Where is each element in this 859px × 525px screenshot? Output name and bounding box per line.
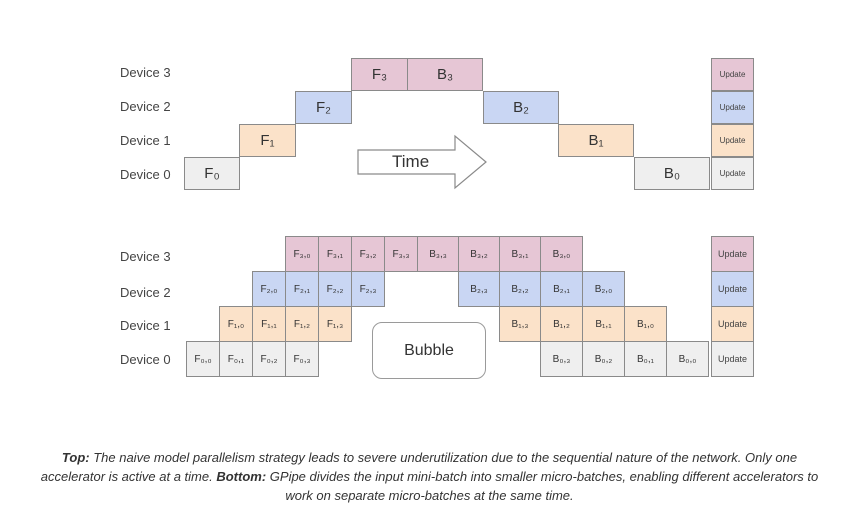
top-forward-d0: F₀	[184, 157, 240, 190]
bottom-backward-d2-0: B₂,₀	[582, 271, 625, 307]
bottom-forward-d3-1: F₃,₁	[318, 236, 352, 272]
bottom-device-2-label: Device 2	[120, 285, 171, 300]
bottom-backward-d0-1: B₀,₁	[624, 341, 667, 377]
bottom-backward-d1-2: B₁,₂	[540, 306, 583, 342]
bottom-update-d2: Update	[711, 271, 754, 307]
time-arrow-icon	[357, 134, 487, 190]
bottom-backward-d0-0: B₀,₀	[666, 341, 709, 377]
top-backward-d2: B₂	[483, 91, 559, 124]
bottom-update-d1: Update	[711, 306, 754, 342]
caption-bottom-bold: Bottom:	[216, 469, 267, 484]
caption-top-text: The naive model parallelism strategy lea…	[40, 450, 798, 484]
bottom-backward-d2-1: B₂,₁	[540, 271, 583, 307]
top-forward-d1: F₁	[239, 124, 296, 157]
bottom-backward-d3-3: B₃,₃	[417, 236, 459, 272]
figure-caption: Top: The naive model parallelism strateg…	[38, 448, 821, 505]
bottom-forward-d0-3: F₀,₃	[285, 341, 319, 377]
caption-top-bold: Top:	[61, 450, 90, 465]
bottom-backward-d1-3: B₁,₃	[499, 306, 541, 342]
top-device-3-label: Device 3	[120, 65, 171, 80]
bottom-forward-d1-3: F₁,₃	[318, 306, 352, 342]
top-backward-d0: B₀	[634, 157, 710, 190]
bottom-forward-d0-1: F₀,₁	[219, 341, 253, 377]
bottom-forward-d0-2: F₀,₂	[252, 341, 286, 377]
bottom-backward-d0-3: B₀,₃	[540, 341, 583, 377]
bottom-forward-d1-1: F₁,₁	[252, 306, 286, 342]
top-device-0-label: Device 0	[120, 167, 171, 182]
bottom-forward-d0-0: F₀,₀	[186, 341, 220, 377]
bottom-backward-d2-3: B₂,₃	[458, 271, 500, 307]
caption-bottom-text: GPipe divides the input mini-batch into …	[266, 469, 819, 503]
top-device-2-label: Device 2	[120, 99, 171, 114]
bubble-label: Bubble	[372, 322, 486, 379]
bottom-forward-d1-0: F₁,₀	[219, 306, 253, 342]
bottom-forward-d1-2: F₁,₂	[285, 306, 319, 342]
bottom-forward-d3-0: F₃,₀	[285, 236, 319, 272]
bottom-forward-d2-0: F₂,₀	[252, 271, 286, 307]
top-update-d1: Update	[711, 124, 754, 157]
top-update-d2: Update	[711, 91, 754, 124]
bottom-update-d3: Update	[711, 236, 754, 272]
bottom-forward-d3-2: F₃,₂	[351, 236, 385, 272]
bottom-device-0-label: Device 0	[120, 352, 171, 367]
top-forward-d3: F₃	[351, 58, 408, 91]
top-device-1-label: Device 1	[120, 133, 171, 148]
time-label: Time	[392, 152, 430, 171]
top-backward-d1: B₁	[558, 124, 634, 157]
bottom-backward-d2-2: B₂,₂	[499, 271, 541, 307]
top-backward-d3: B₃	[407, 58, 483, 91]
bottom-update-d0: Update	[711, 341, 754, 377]
bottom-backward-d3-0: B₃,₀	[540, 236, 583, 272]
bottom-backward-d3-1: B₃,₁	[499, 236, 541, 272]
bottom-forward-d2-1: F₂,₁	[285, 271, 319, 307]
bottom-device-3-label: Device 3	[120, 249, 171, 264]
top-update-d0: Update	[711, 157, 754, 190]
bottom-backward-d1-1: B₁,₁	[582, 306, 625, 342]
bottom-backward-d3-2: B₃,₂	[458, 236, 500, 272]
bottom-device-1-label: Device 1	[120, 318, 171, 333]
top-update-d3: Update	[711, 58, 754, 91]
bottom-forward-d2-2: F₂,₂	[318, 271, 352, 307]
bottom-forward-d3-3: F₃,₃	[384, 236, 418, 272]
bottom-backward-d0-2: B₀,₂	[582, 341, 625, 377]
bottom-backward-d1-0: B₁,₀	[624, 306, 667, 342]
top-forward-d2: F₂	[295, 91, 352, 124]
bottom-forward-d2-3: F₂,₃	[351, 271, 385, 307]
